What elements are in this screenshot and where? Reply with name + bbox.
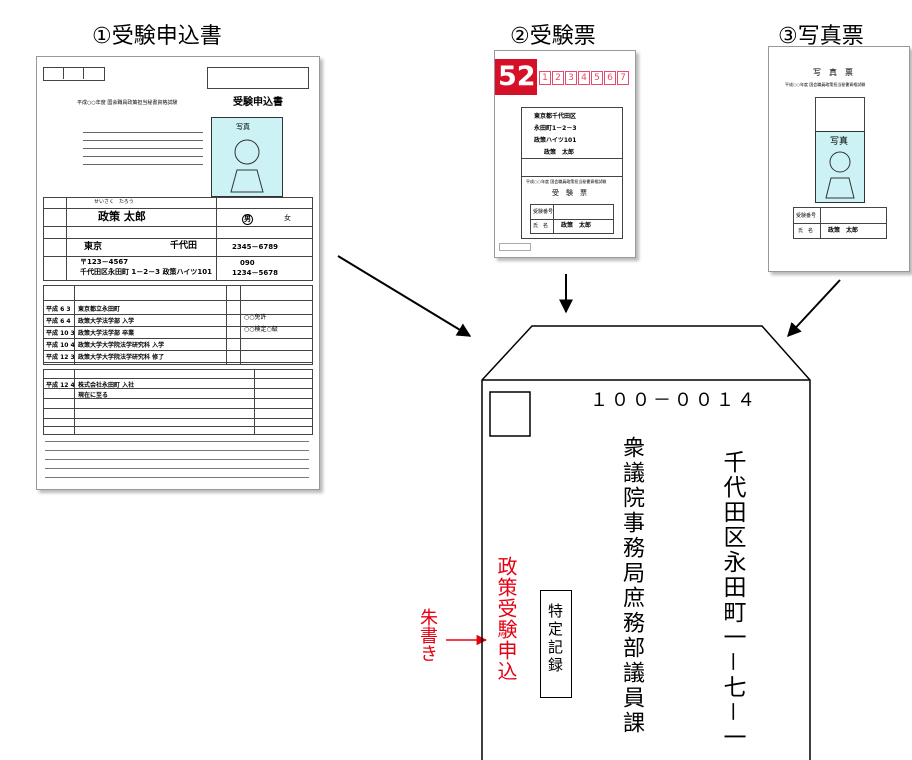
arrow-application-to-envelope [337,255,472,337]
form-top-left-boxes [43,67,105,81]
ticket-exam-title: 平成○○年度 国会職員政策担当秘書資格試験 [526,179,607,184]
license-item: ○○免許 [244,314,267,321]
photo-ticket-title: 写 真 票 [813,68,853,77]
photo-ticket-photo-box: 写真 [815,131,865,203]
ticket-name-label: 氏 名 [533,223,549,229]
application-form-document: 平成○○年度 国会職員政策担当秘書資格試験 受験申込書 写真 せいさく たろう … [36,56,320,490]
special-mail-label: 特定記録 [546,603,564,675]
photo-ticket-name: 政策 太郎 [828,227,859,234]
education-text: 政策大学法学部 入学 [78,318,135,325]
photo-ticket-num-label: 受験番号 [796,213,817,219]
form-phone: 2345－6789 [232,243,278,251]
photo-ticket-info-table: 受験番号 氏 名 政策 太郎 [793,207,887,239]
education-date: 平成 6 3 [46,306,71,313]
zip-digit-box: 4 [578,71,590,85]
career-row: 現在に至る [44,389,312,399]
form-address: 千代田区永田町 1－2－3 政策ハイツ101 [80,268,212,276]
education-text: 政策大学大学院法学研究科 修了 [78,354,165,361]
zip-digit-box: 7 [617,71,629,85]
ticket-addr-3: 政策ハイツ101 [534,137,577,144]
ticket-barcode [499,243,531,251]
photo-ticket-frame [815,97,865,133]
form-city: 千代田 [170,241,198,251]
education-date: 平成 6 4 [46,318,71,325]
form-furigana: せいさく たろう [94,199,134,205]
career-date: 平成 12 4 [46,382,75,389]
education-date: 平成 10 3 [46,330,75,337]
special-mail-box: 特定記録 [540,590,572,698]
zip-digit-box: 2 [552,71,564,85]
education-row: 平成 6 4 政策大学法学部 入学 [44,314,312,327]
form-postal: 〒123－4567 [80,258,129,266]
form-footnotes [45,437,309,481]
form-oath-text [83,129,203,169]
career-text: 株式会社永田町 入社 [78,382,135,389]
education-text: 政策大学大学院法学研究科 入学 [78,342,165,349]
ticket-card-title: 受 験 票 [552,189,587,197]
education-row: 平成 6 3 東京都立永田町 [44,302,312,315]
envelope-zip: １００－００１４ [590,390,758,411]
zip-digit-box: 1 [539,71,551,85]
form-photo-label: 写真 [236,123,250,131]
person-silhouette-icon [230,139,264,193]
form-photo-box: 写真 [211,117,283,197]
form-personal-info-block: せいさく たろう 政策 太郎 男 女 東京 千代田 2345－6789 〒123… [43,197,313,281]
photo-ticket-photo-label: 写真 [830,137,849,147]
career-text: 現在に至る [78,392,109,399]
envelope-red-note: 政策受験申込 [494,556,518,682]
license-item: ○○検定○級 [244,326,278,333]
photo-ticket-document: 写 真 票 平成○○年度 国会職員政策担当秘書資格試験 写真 受験番号 氏 名 … [768,46,910,272]
ticket-addr-1: 東京都千代田区 [534,113,577,120]
form-mobile-area: 090 [240,259,255,267]
envelope-recipient: 衆議院事務局庶務部議員課 [619,436,644,736]
ticket-number: 52 [498,61,536,92]
heading-exam-ticket: ②受験票 [510,24,596,49]
photo-ticket-exam-title: 平成○○年度 国会職員政策担当秘書資格試験 [785,82,866,87]
ticket-num-label: 受験番号 [533,209,554,215]
education-date: 平成 10 4 [46,342,75,349]
education-text: 東京都立永田町 [78,306,121,313]
ticket-addressee: 政策 太郎 [544,149,575,156]
ticket-number-badge: 52 [495,59,537,95]
photo-ticket-name-label: 氏 名 [798,228,814,234]
heading-application-form: ①受験申込書 [92,24,222,49]
envelope-address: 千代田区永田町一－七－一 [719,450,745,750]
form-exam-title: 平成○○年度 国会職員政策担当秘書資格試験 [77,100,178,106]
zip-digit-box: 3 [565,71,577,85]
education-date: 平成 12 3 [46,354,75,361]
form-top-right-box [207,67,309,89]
ticket-address-block: 東京都千代田区 永田町1－2－3 政策ハイツ101 政策 太郎 平成○○年度 国… [521,107,623,239]
red-ink-annotation: 朱書き [417,608,438,662]
form-gender-male: 男 [242,214,253,225]
ticket-info-table: 受験番号 氏 名 政策 太郎 [530,204,614,234]
arrow-photo-ticket-to-envelope [787,279,841,338]
ticket-name: 政策 太郎 [561,222,592,229]
person-silhouette-icon [825,151,855,199]
form-mobile: 1234－5678 [232,269,278,277]
ticket-addr-2: 永田町1－2－3 [534,125,577,132]
form-applicant-name: 政策 太郎 [98,210,146,223]
stamp-box [489,391,531,437]
education-text: 政策大学法学部 卒業 [78,330,135,337]
form-pref: 東京 [84,242,103,252]
zip-digit-box: 5 [591,71,603,85]
form-gender-female: 女 [284,214,291,222]
zip-digit-box: 6 [604,71,616,85]
heading-photo-ticket: ③写真票 [778,24,864,49]
form-title: 受験申込書 [233,97,283,108]
